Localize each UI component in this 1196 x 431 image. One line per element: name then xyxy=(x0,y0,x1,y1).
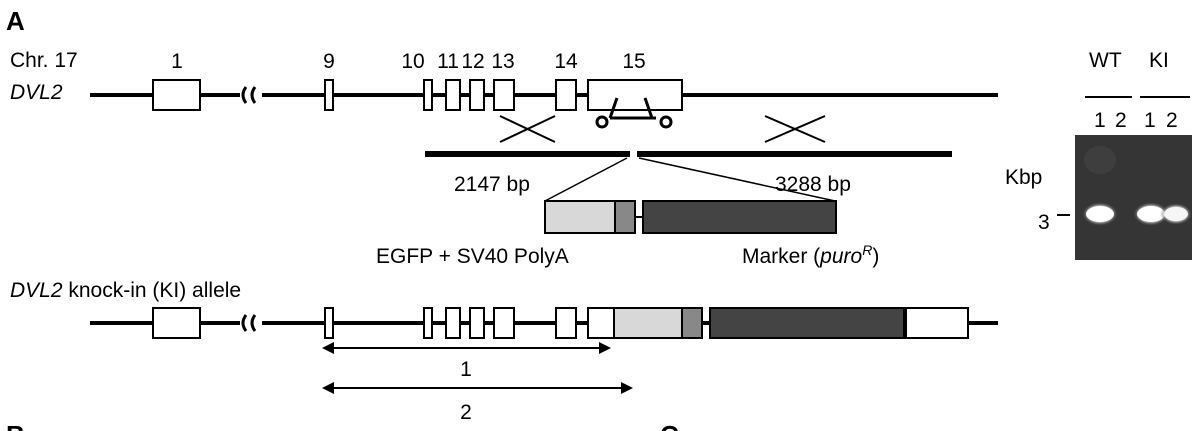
exon-14 xyxy=(556,80,576,110)
left-arm-length: 2147 bp xyxy=(454,173,530,196)
egfp-block xyxy=(545,201,615,233)
right-arm-length: 3288 bp xyxy=(775,173,851,196)
egfp-label: EGFP + SV40 PolyA xyxy=(376,245,569,268)
marker-block xyxy=(643,201,836,233)
exon-15-label: 15 xyxy=(622,50,645,73)
wt-gene-line xyxy=(90,87,998,103)
exon-9-label: 9 xyxy=(323,50,335,73)
gel-size-marker: 3 xyxy=(1038,211,1050,234)
chromosome-label: Chr. 17 xyxy=(10,49,78,72)
gel-lane-labels: 1 2 1 2 xyxy=(1094,109,1178,132)
donor-cassette xyxy=(545,201,836,233)
crossover-right-icon xyxy=(765,116,825,142)
pcr-product-2 xyxy=(322,382,633,394)
gel-lane-4: 2 xyxy=(1166,109,1178,132)
gel-lane-2: 2 xyxy=(1115,109,1127,132)
exon-10 xyxy=(424,80,432,110)
gel-lane-1: 1 xyxy=(1094,109,1106,132)
crossover-left-icon xyxy=(500,116,555,142)
ki-polya-block xyxy=(682,308,702,338)
ki-marker-block xyxy=(710,308,904,338)
exon-numbers: 1 9 10 11 12 13 14 15 xyxy=(171,50,646,73)
exon-12-label: 12 xyxy=(461,50,484,73)
gene-label: DVL2 xyxy=(10,81,63,104)
exon-15 xyxy=(588,80,682,110)
ki-egfp-block xyxy=(614,308,682,338)
panel-label-c: C xyxy=(660,420,679,431)
gel-unit-label: Kbp xyxy=(1005,166,1042,189)
expansion-line-left xyxy=(545,158,627,201)
marker-label: Marker (puroR) xyxy=(742,242,879,268)
exon-1-label: 1 xyxy=(171,50,183,73)
exon-13 xyxy=(494,80,514,110)
exon-9 xyxy=(325,80,333,110)
exon-11-label: 11 xyxy=(437,50,459,73)
gel-ki-label: KI xyxy=(1149,49,1169,72)
exon-12 xyxy=(470,80,484,110)
gel-lane-3: 1 xyxy=(1144,109,1156,132)
panel-label-b: B xyxy=(6,420,25,431)
gel-wt-label: WT xyxy=(1089,49,1122,72)
gel-image xyxy=(1075,135,1192,260)
pcr-product-2-label: 2 xyxy=(460,401,472,424)
pcr-product-1 xyxy=(322,342,611,354)
exon-10-label: 10 xyxy=(401,50,424,73)
polya-block xyxy=(615,201,635,233)
exon-1 xyxy=(153,80,200,110)
exon-14-label: 14 xyxy=(554,50,578,73)
pcr-product-1-label: 1 xyxy=(460,358,472,381)
panel-label-a: A xyxy=(6,6,25,36)
ki-allele-label: DVL2 knock-in (KI) allele xyxy=(10,279,241,302)
exon-11 xyxy=(446,80,460,110)
exon-13-label: 13 xyxy=(491,50,514,73)
